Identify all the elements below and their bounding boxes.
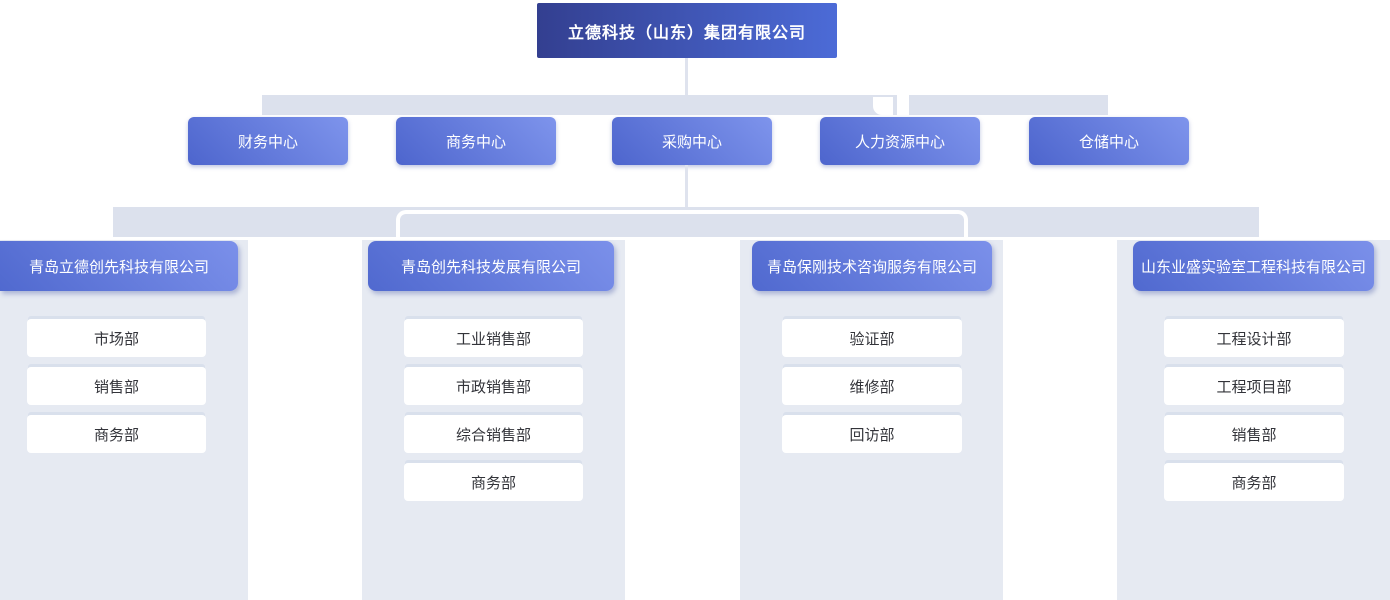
subsidiary-node-4[interactable]: 山东业盛实验室工程科技有限公司 xyxy=(1133,241,1374,291)
department-node[interactable]: 验证部 xyxy=(782,319,962,357)
center-node-business[interactable]: 商务中心 xyxy=(396,117,556,165)
department-node[interactable]: 维修部 xyxy=(782,367,962,405)
department-node[interactable]: 综合销售部 xyxy=(404,415,583,453)
subsidiary-node-3[interactable]: 青岛保刚技术咨询服务有限公司 xyxy=(752,241,992,291)
department-node[interactable]: 商务部 xyxy=(27,415,206,453)
subsidiary-node-1[interactable]: 青岛立德创先科技有限公司 xyxy=(0,241,238,291)
department-node[interactable]: 工程项目部 xyxy=(1164,367,1344,405)
root-company-node[interactable]: 立德科技（山东）集团有限公司 xyxy=(537,3,837,58)
connector-mid-vline xyxy=(685,165,688,207)
department-node[interactable]: 工业销售部 xyxy=(404,319,583,357)
center-node-hr[interactable]: 人力资源中心 xyxy=(820,117,980,165)
center-node-purchasing[interactable]: 采购中心 xyxy=(612,117,772,165)
connector-notch xyxy=(873,97,893,115)
center-node-warehouse[interactable]: 仓储中心 xyxy=(1029,117,1189,165)
department-node[interactable]: 销售部 xyxy=(27,367,206,405)
center-node-finance[interactable]: 财务中心 xyxy=(188,117,348,165)
connector-root-vline xyxy=(685,58,688,97)
department-node[interactable]: 市政销售部 xyxy=(404,367,583,405)
department-node[interactable]: 市场部 xyxy=(27,319,206,357)
connector-notch xyxy=(897,95,909,115)
department-node[interactable]: 商务部 xyxy=(1164,463,1344,501)
department-node[interactable]: 商务部 xyxy=(404,463,583,501)
department-node[interactable]: 回访部 xyxy=(782,415,962,453)
department-node[interactable]: 工程设计部 xyxy=(1164,319,1344,357)
connector-bracket xyxy=(396,210,968,237)
connector-band-level2 xyxy=(262,95,1108,115)
department-node[interactable]: 销售部 xyxy=(1164,415,1344,453)
subsidiary-node-2[interactable]: 青岛创先科技发展有限公司 xyxy=(368,241,614,291)
